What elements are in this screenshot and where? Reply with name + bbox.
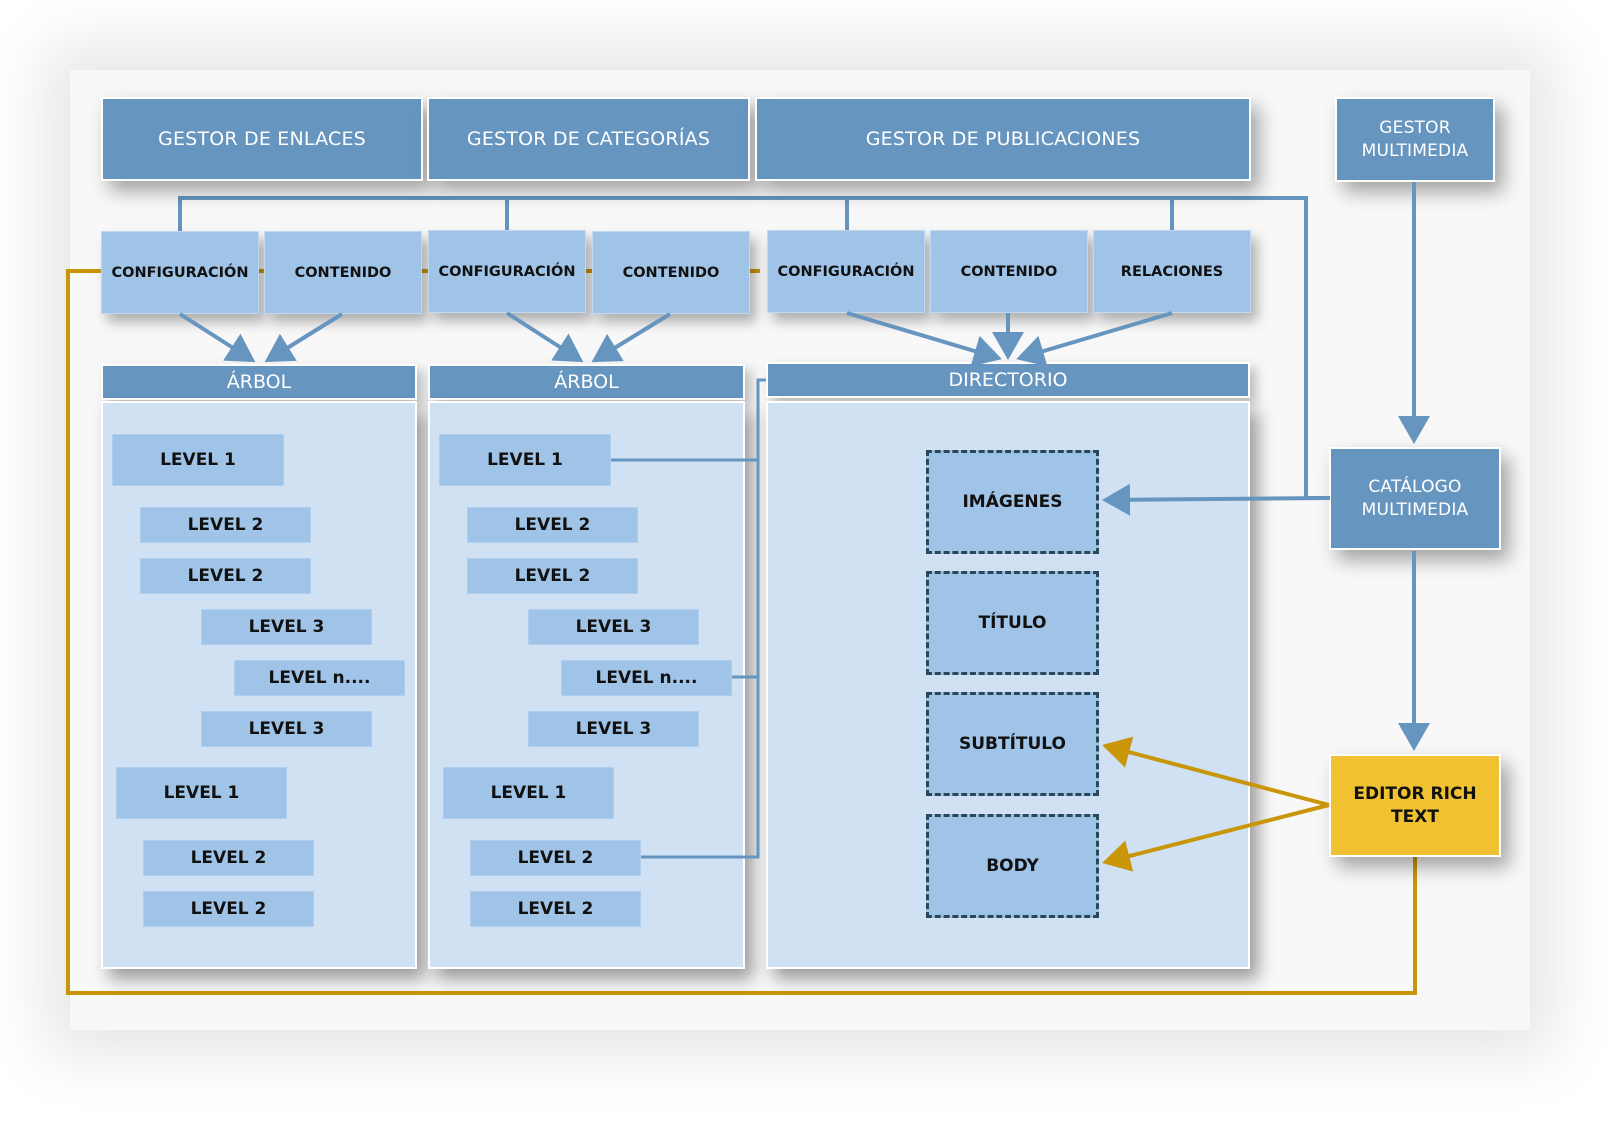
categorias-configuracion[interactable]: CONFIGURACIÓN xyxy=(428,230,586,313)
editor-line1: EDITOR RICH xyxy=(1353,783,1477,804)
tree-node-label: LEVEL 2 xyxy=(190,848,267,868)
arrow-editor-to-body xyxy=(1102,803,1330,872)
tree-node[interactable]: LEVEL 2 xyxy=(143,840,314,876)
arrow-editor-to-subtitulo xyxy=(1102,736,1330,807)
tree-node[interactable]: LEVEL 2 xyxy=(470,891,641,927)
categorias-contenido[interactable]: CONTENIDO xyxy=(592,231,750,314)
arrow-enlaces-contenido-to-arbol xyxy=(264,312,344,363)
tree-node-label: LEVEL 1 xyxy=(163,783,240,803)
tree-node[interactable]: LEVEL 1 xyxy=(112,434,284,486)
tree-node-label: LEVEL 1 xyxy=(160,450,236,470)
tree-node[interactable]: LEVEL 1 xyxy=(116,767,287,819)
tree-node[interactable]: LEVEL 2 xyxy=(140,558,311,594)
publicaciones-configuracion[interactable]: CONFIGURACIÓN xyxy=(767,230,925,313)
arrow-enlaces-config-to-arbol xyxy=(178,312,256,363)
arrow-categorias-contenido-to-arbol xyxy=(591,312,672,363)
arrow-pub-config-to-directorio xyxy=(846,311,1002,367)
tree-node-label: LEVEL 2 xyxy=(514,515,591,535)
tree-node-label: LEVEL 3 xyxy=(248,617,325,637)
arbol-enlaces-title: ÁRBOL xyxy=(226,371,292,393)
catalogo-multimedia[interactable]: CATÁLOGO MULTIMEDIA xyxy=(1329,447,1501,550)
manager-categorias[interactable]: GESTOR DE CATEGORÍAS xyxy=(427,97,750,181)
categorias-to-directorio-bracket xyxy=(611,378,766,462)
tree-node-label: LEVEL 2 xyxy=(190,899,267,919)
field-titulo[interactable]: TÍTULO xyxy=(926,571,1099,675)
field-imagenes[interactable]: IMÁGENES xyxy=(926,450,1099,554)
manager-multimedia-line1: GESTOR xyxy=(1379,117,1451,138)
publicaciones-contenido-label: CONTENIDO xyxy=(960,263,1058,280)
publicaciones-contenido[interactable]: CONTENIDO xyxy=(930,230,1088,313)
tree-node[interactable]: LEVEL 3 xyxy=(528,711,699,747)
tree-node[interactable]: LEVEL 2 xyxy=(467,507,638,543)
enlaces-contenido-label: CONTENIDO xyxy=(294,264,392,281)
tree-node-label: LEVEL 2 xyxy=(187,566,264,586)
enlaces-configuracion-label: CONFIGURACIÓN xyxy=(111,264,249,281)
arbol-categorias-header: ÁRBOL xyxy=(428,364,745,400)
manager-publicaciones-label: GESTOR DE PUBLICACIONES xyxy=(865,128,1141,150)
tree-node-label: LEVEL n.... xyxy=(595,668,698,688)
tree-node[interactable]: LEVEL 1 xyxy=(439,434,611,486)
manager-publicaciones[interactable]: GESTOR DE PUBLICACIONES xyxy=(755,97,1251,181)
arrow-catalogo-to-imagenes xyxy=(1102,483,1331,516)
field-body-label: BODY xyxy=(986,856,1039,876)
tree-node-label: LEVEL 1 xyxy=(487,450,563,470)
level2-link xyxy=(641,460,760,859)
tree-node[interactable]: LEVEL 3 xyxy=(201,609,372,645)
editor-rich-text[interactable]: EDITOR RICH TEXT xyxy=(1329,754,1501,857)
publicaciones-relaciones[interactable]: RELACIONES xyxy=(1093,230,1251,313)
arrow-pub-relaciones-to-directorio xyxy=(1016,311,1173,367)
manager-enlaces[interactable]: GESTOR DE ENLACES xyxy=(101,97,423,181)
tree-node[interactable]: LEVEL 2 xyxy=(143,891,314,927)
tree-node-label: LEVEL 1 xyxy=(490,783,567,803)
tree-node-label: LEVEL 2 xyxy=(517,848,594,868)
categorias-contenido-label: CONTENIDO xyxy=(622,264,720,281)
catalogo-line2: MULTIMEDIA xyxy=(1361,499,1469,520)
tree-node[interactable]: LEVEL n.... xyxy=(561,660,732,696)
tree-node[interactable]: LEVEL 2 xyxy=(470,840,641,876)
categorias-configuracion-label: CONFIGURACIÓN xyxy=(438,263,576,280)
publicaciones-configuracion-label: CONFIGURACIÓN xyxy=(777,263,915,280)
field-body[interactable]: BODY xyxy=(926,814,1099,918)
manager-categorias-label: GESTOR DE CATEGORÍAS xyxy=(466,128,711,150)
tree-node-label: LEVEL 3 xyxy=(575,617,652,637)
tree-node-label: LEVEL n.... xyxy=(268,668,371,688)
directorio-header: DIRECTORIO xyxy=(766,362,1250,398)
manager-multimedia[interactable]: GESTOR MULTIMEDIA xyxy=(1335,97,1495,182)
manager-enlaces-label: GESTOR DE ENLACES xyxy=(158,128,366,150)
tree-node-label: LEVEL 3 xyxy=(248,719,325,739)
arbol-enlaces-header: ÁRBOL xyxy=(101,364,417,400)
tree-node-label: LEVEL 2 xyxy=(517,899,594,919)
tree-node[interactable]: LEVEL 3 xyxy=(528,609,699,645)
tree-node[interactable]: LEVEL 2 xyxy=(140,507,311,543)
enlaces-configuracion[interactable]: CONFIGURACIÓN xyxy=(101,231,259,314)
field-imagenes-label: IMÁGENES xyxy=(962,492,1063,512)
editor-line2: TEXT xyxy=(1391,806,1439,827)
arrow-categorias-config-to-arbol xyxy=(505,311,584,363)
field-subtitulo[interactable]: SUBTÍTULO xyxy=(926,692,1099,796)
tree-node-label: LEVEL 3 xyxy=(575,719,652,739)
tree-node[interactable]: LEVEL 3 xyxy=(201,711,372,747)
manager-multimedia-line2: MULTIMEDIA xyxy=(1361,140,1469,161)
tree-node[interactable]: LEVEL 1 xyxy=(443,767,614,819)
catalogo-line1: CATÁLOGO xyxy=(1368,476,1462,497)
directorio-title: DIRECTORIO xyxy=(948,369,1068,391)
field-subtitulo-label: SUBTÍTULO xyxy=(958,734,1066,754)
publicaciones-relaciones-label: RELACIONES xyxy=(1120,263,1224,280)
tree-node-label: LEVEL 2 xyxy=(514,566,591,586)
enlaces-contenido[interactable]: CONTENIDO xyxy=(264,231,422,314)
tree-node[interactable]: LEVEL 2 xyxy=(467,558,638,594)
field-titulo-label: TÍTULO xyxy=(978,613,1047,633)
arbol-categorias-title: ÁRBOL xyxy=(554,371,619,393)
tree-node-label: LEVEL 2 xyxy=(187,515,264,535)
tree-node[interactable]: LEVEL n.... xyxy=(234,660,405,696)
